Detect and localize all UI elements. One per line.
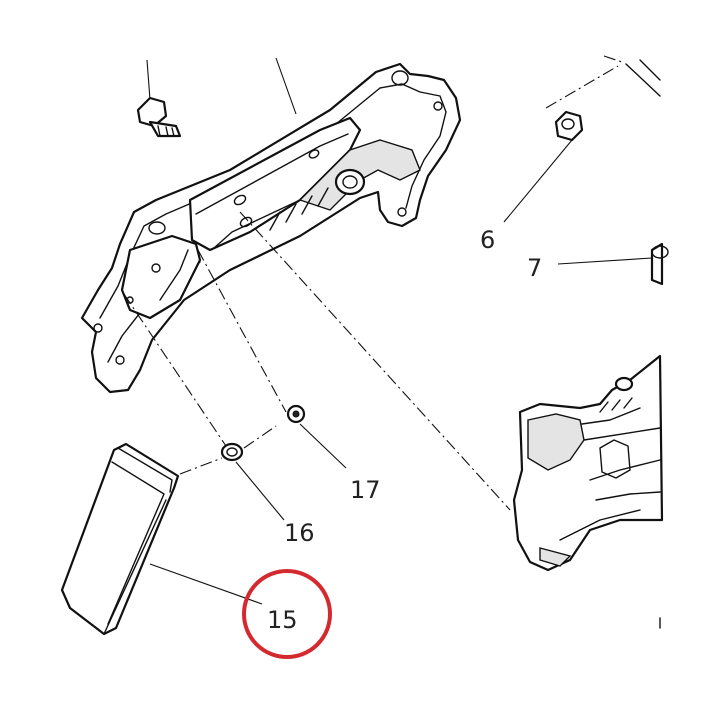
callout-6: 6 (480, 226, 495, 254)
callout-16: 16 (284, 519, 315, 547)
callout-17: 17 (350, 476, 381, 504)
callout-15: 15 (267, 606, 298, 634)
part-7-edge (650, 242, 669, 286)
bolt-hardware (136, 96, 182, 138)
highlight-circle (242, 569, 332, 659)
pedal-pad-part-15 (60, 442, 180, 636)
washer-part-16 (220, 442, 244, 462)
callout-7: 7 (527, 254, 542, 282)
pedal-bracket (80, 62, 462, 394)
pedal-housing (512, 354, 664, 572)
nut-part-6 (554, 110, 584, 142)
clip-part-17 (286, 404, 306, 424)
top-right-partial-part (603, 55, 661, 97)
